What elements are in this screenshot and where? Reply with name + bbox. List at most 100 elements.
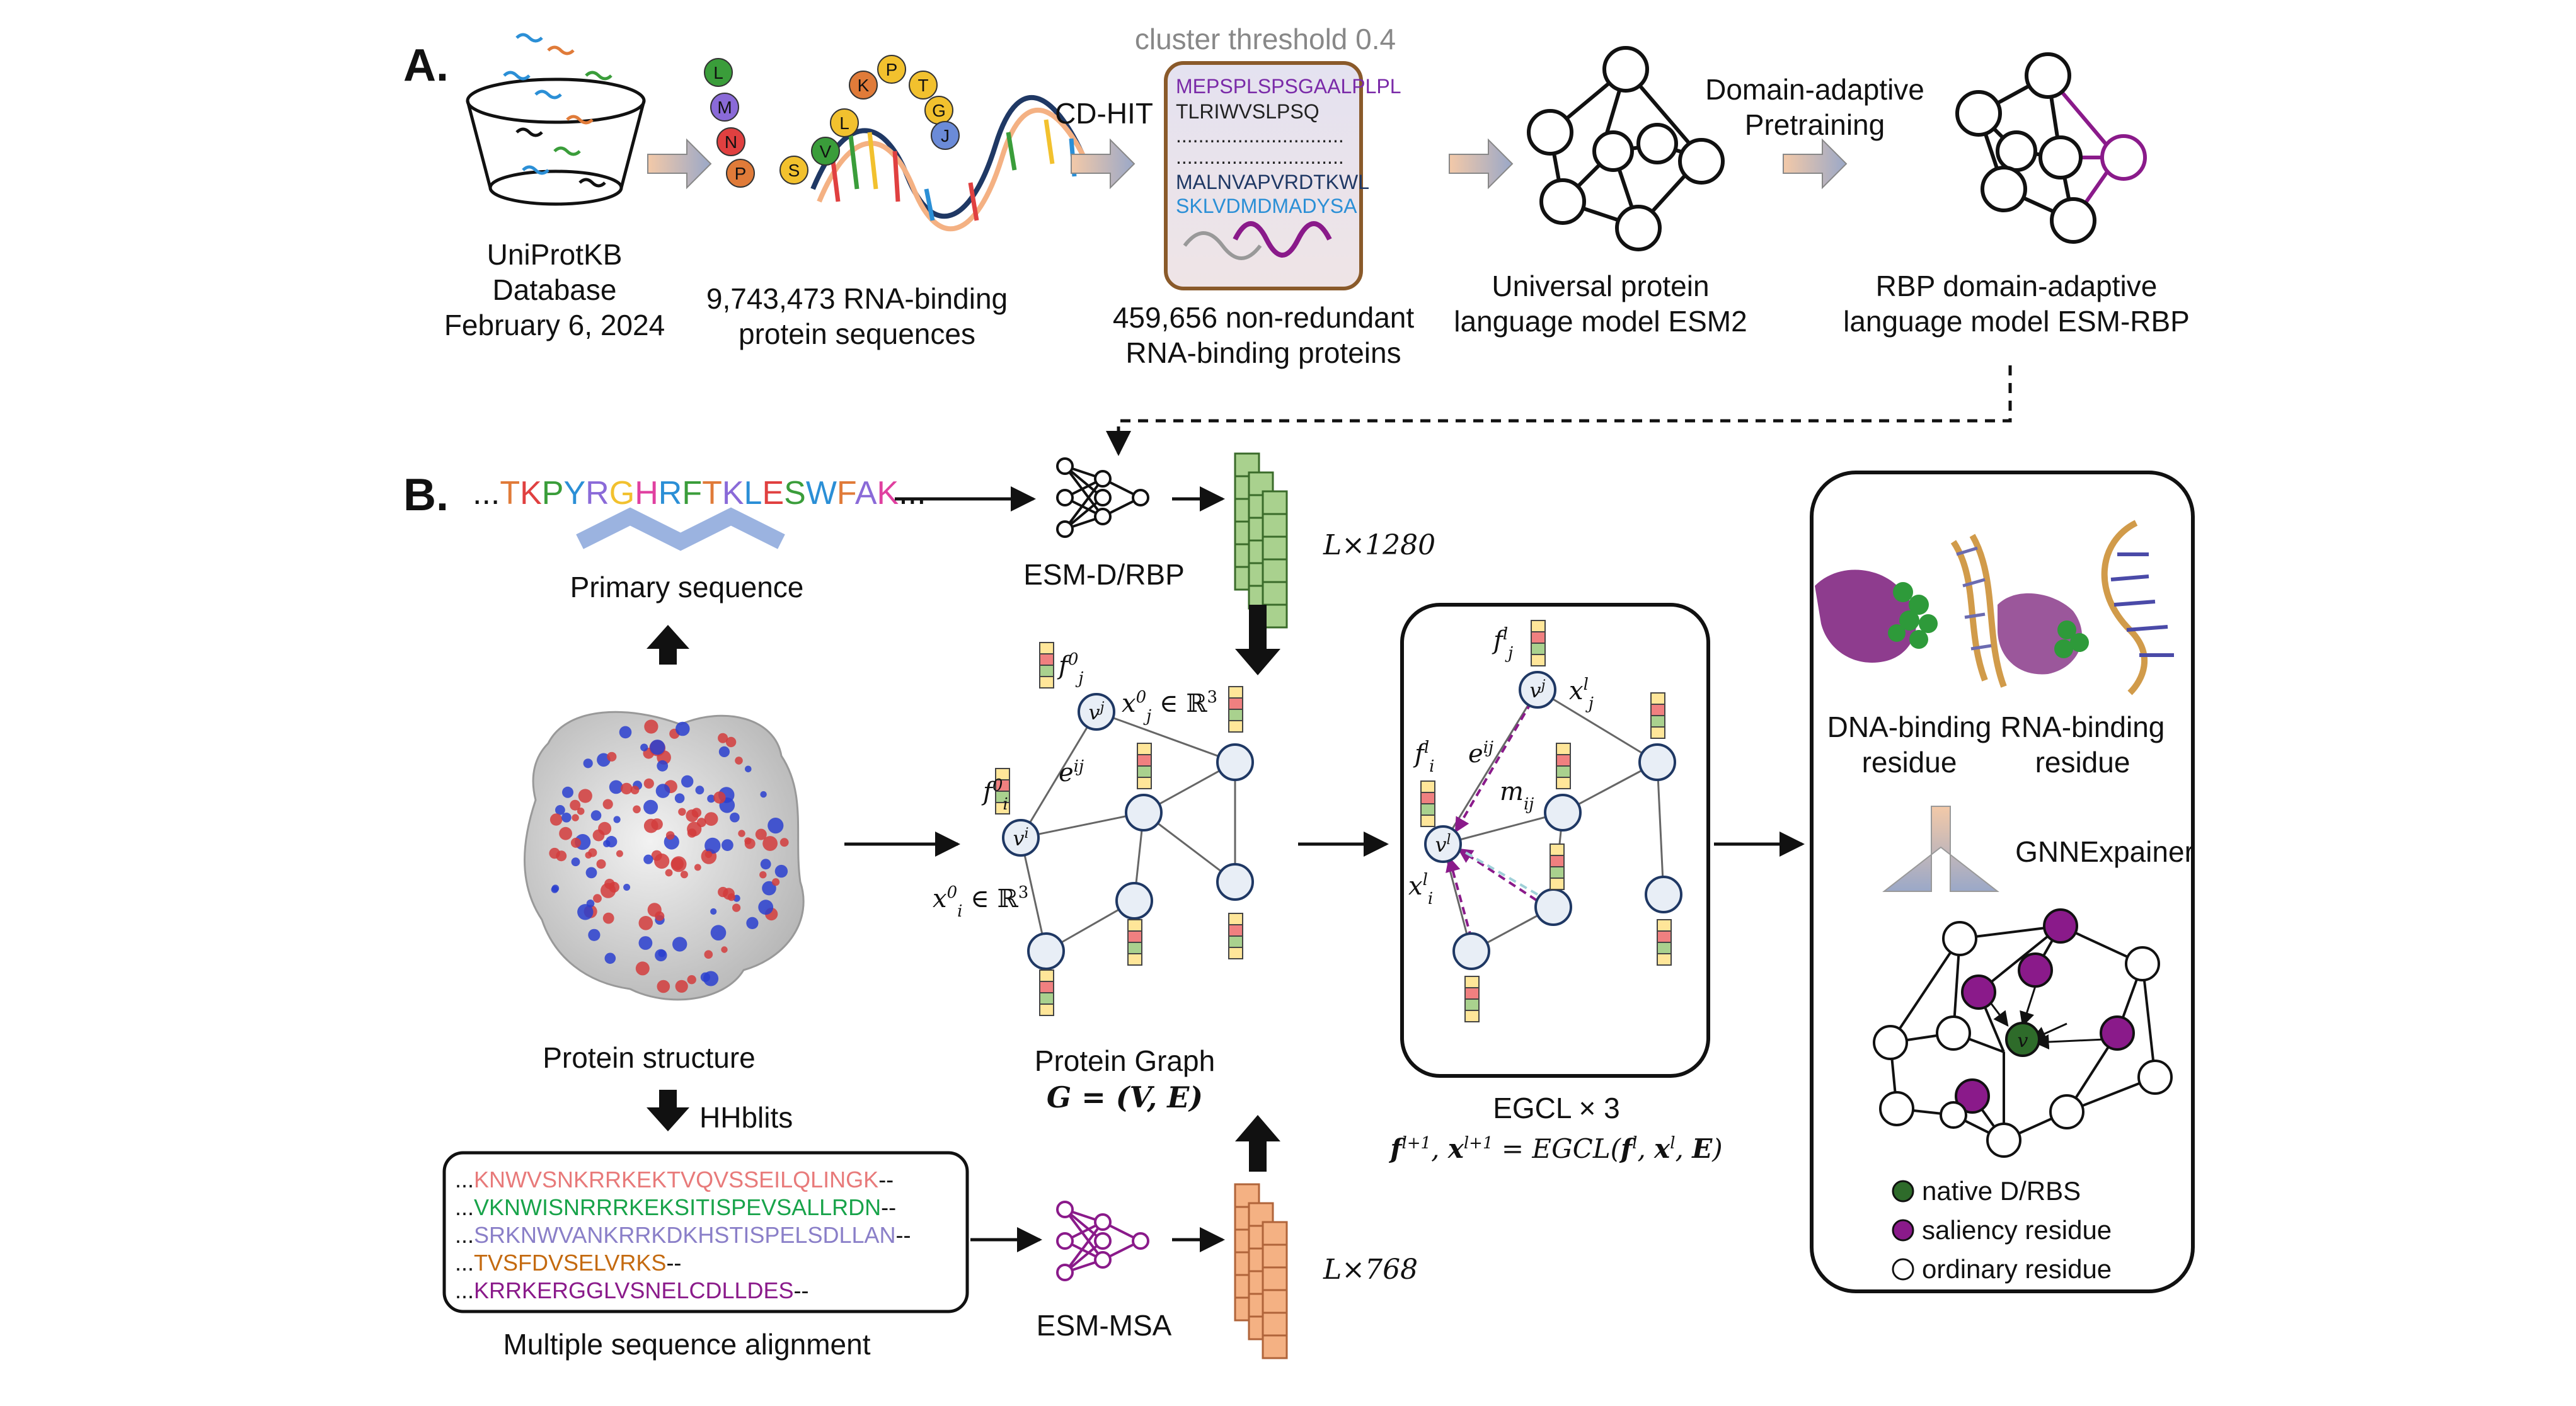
sequence-letter: Y: [563, 475, 585, 512]
legend-swatch: [1892, 1219, 1914, 1242]
surface-atom: [759, 871, 767, 879]
cluster-sequence-box: [1164, 61, 1363, 290]
surface-atom: [722, 839, 733, 851]
surface-atom: [762, 881, 776, 896]
surface-atom: [650, 740, 665, 755]
node-feature-bar: [1228, 924, 1243, 937]
hhblits-label: HHblits: [699, 1101, 793, 1134]
surface-atom: [657, 760, 669, 772]
node-feature-bar: [1556, 777, 1571, 789]
node-feature-bar: [1137, 754, 1152, 767]
feature-cell: [1262, 535, 1288, 561]
seq-box-row-3: MALNVAPVRDTKWL: [1176, 171, 1369, 193]
surface-atom: [665, 831, 675, 840]
cdhit-label: CD-HIT: [1055, 97, 1153, 130]
surface-atom: [696, 818, 706, 828]
surface-atom: [718, 733, 728, 743]
legend-swatch: [1892, 1258, 1914, 1281]
helix-letter-bead: [849, 71, 878, 100]
node-feature-bar: [1039, 676, 1054, 689]
surface-atom: [655, 784, 670, 798]
surface-atom: [681, 775, 694, 788]
msa-row: ...TVSFDVSELVRKS--: [455, 1250, 681, 1276]
surface-atom: [588, 929, 601, 941]
sequences-label-1: 9,743,473 RNA-binding: [706, 282, 1008, 315]
native-site-node: [2005, 1022, 2040, 1057]
sequence-letter: R: [585, 475, 609, 512]
feature-cell: [1262, 513, 1288, 538]
sequence-letter: G: [609, 475, 635, 512]
surface-atom: [658, 949, 666, 957]
sequence-letter: S: [784, 475, 806, 512]
dna-binding-complex-image: [1815, 534, 2007, 688]
feature-cell: [1262, 1221, 1288, 1246]
node-feature-bar: [1420, 780, 1435, 793]
feature-cell: [1262, 1334, 1288, 1359]
surface-atom: [735, 757, 743, 765]
node-feature-bar: [1039, 1003, 1054, 1016]
surface-atom: [704, 837, 721, 854]
node-feature-bar: [1137, 777, 1152, 789]
surface-atom: [602, 912, 614, 924]
results-box: [1810, 471, 2195, 1293]
rna-binding-complex-image: [1998, 520, 2174, 695]
surface-atom: [704, 850, 713, 859]
surface-atom: [583, 758, 593, 769]
surface-atom: [694, 864, 701, 871]
surface-atom: [675, 980, 688, 993]
surface-atom: [703, 971, 719, 986]
surface-atom: [621, 782, 633, 795]
surface-atom: [643, 854, 653, 864]
surface-atom: [603, 840, 611, 847]
surface-atom: [695, 786, 704, 795]
sequence-letter: W: [806, 475, 837, 512]
surface-atom: [549, 813, 563, 826]
node-feature-bar: [1039, 981, 1054, 993]
surface-atom: [670, 856, 687, 872]
esm-msa-network-icon: [1056, 1201, 1149, 1281]
node-feature-bar: [1039, 665, 1054, 677]
helix-letter: V: [820, 142, 832, 161]
arrow-pretrain: [1783, 138, 1848, 190]
node-feature-bar: [1464, 987, 1480, 1000]
surface-atom: [738, 830, 745, 837]
helix-letter-bead: [779, 156, 808, 185]
surface-atom: [561, 813, 572, 823]
helix-letter: N: [725, 132, 737, 152]
graph-equation: G = (V, E): [1047, 1080, 1203, 1114]
surface-atom: [577, 904, 594, 920]
sequence-letter: A: [855, 475, 877, 512]
feature-cell: [1262, 603, 1288, 629]
surface-atom: [745, 765, 752, 773]
feature-cell: [1262, 490, 1288, 515]
sequence-letter: K: [722, 475, 744, 512]
helix-letter-bead: [704, 58, 733, 87]
surface-atom: [718, 886, 728, 898]
esmrbp-label-2: language model ESM-RBP: [1843, 305, 2190, 338]
node-feature-bar: [1556, 754, 1571, 767]
helix-letter: L: [713, 63, 723, 83]
helix-letter-bead: [931, 121, 960, 150]
primary-sequence-caption: Primary sequence: [570, 571, 804, 603]
helix-letter: L: [839, 113, 849, 133]
surface-atom: [602, 799, 613, 809]
surface-atom: [609, 881, 619, 893]
surface-atom: [713, 791, 726, 804]
feature-cell: [1262, 1266, 1288, 1291]
node-feature-bar: [1228, 913, 1243, 925]
helix-letter: G: [932, 101, 946, 120]
explained-residue-graph: v: [1873, 908, 2173, 1158]
feature-cell: [1262, 581, 1288, 606]
surface-atom: [638, 916, 653, 930]
surface-atom: [657, 980, 670, 993]
esm2-label-1: Universal protein: [1492, 270, 1709, 302]
node-feature-bar: [1531, 654, 1546, 666]
msa-rows: ...KNWVSNKRRKEKTVQVSSEILQLINGK--...VKNWI…: [455, 1167, 911, 1303]
surface-atom: [687, 975, 696, 985]
database-label-3: February 6, 2024: [444, 309, 665, 341]
seq-box-dots-1: ..............................: [1176, 124, 1344, 147]
rna-binding-label-2: residue: [2035, 746, 2130, 779]
graph-node-vi: [1002, 819, 1040, 857]
